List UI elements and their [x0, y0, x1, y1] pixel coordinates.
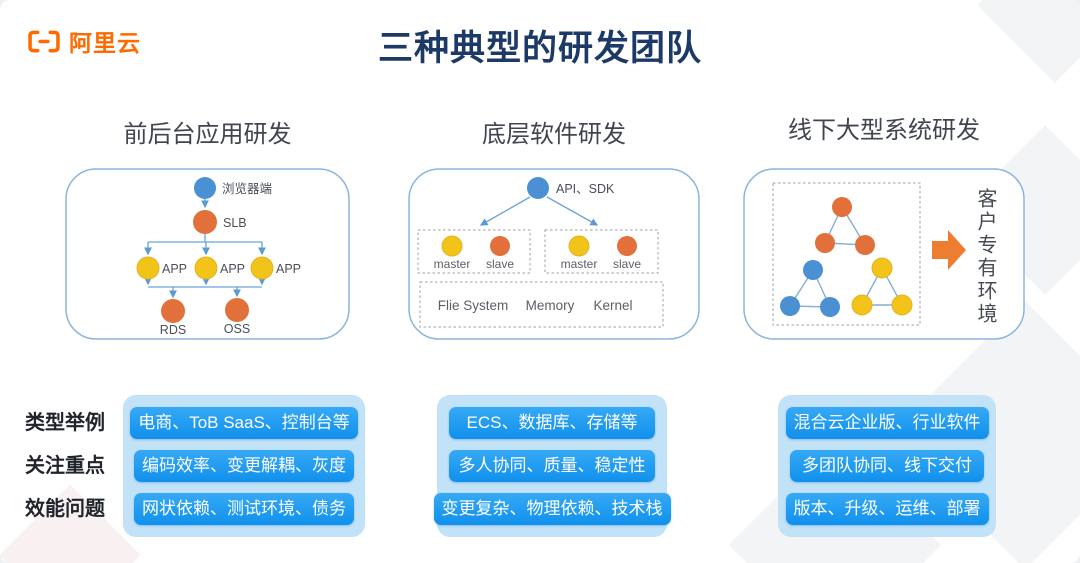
app-node-icon — [250, 256, 274, 280]
diagram-border — [743, 168, 1025, 340]
alibaba-cloud-logo-icon — [28, 30, 60, 52]
pill-focus-points: 编码效率、变更解耦、灰度 — [134, 450, 354, 482]
connector-lines — [479, 196, 599, 226]
bottom-row-labels: 类型举例 关注重点 效能问题 — [25, 395, 123, 537]
dashed-groups — [417, 229, 664, 328]
pill-focus-points: 多团队协同、线下交付 — [790, 450, 984, 482]
pill-focus-points: 多人协同、质量、稳定性 — [449, 450, 655, 482]
api-sdk-node-icon — [527, 177, 549, 199]
slb-node-icon — [193, 210, 217, 234]
rds-node-label: RDS — [160, 323, 186, 337]
slave-label: slave — [486, 257, 514, 271]
row-label-efficiency-issues: 效能问题 — [25, 498, 105, 520]
app-node-icon — [194, 256, 218, 280]
page-title: 三种典型的研发团队 — [377, 29, 702, 68]
pill-type-examples: 电商、ToB SaaS、控制台等 — [130, 407, 358, 439]
diagram-border — [408, 168, 700, 340]
triangle-lines — [788, 205, 904, 308]
master-node-icon — [441, 235, 463, 257]
pill-efficiency-issues: 版本、升级、运维、部署 — [785, 493, 989, 525]
oss-node-label: OSS — [224, 322, 250, 336]
cluster-dashed-box — [772, 182, 921, 326]
right-arrow-icon — [932, 230, 966, 270]
app-node-icon — [136, 256, 160, 280]
file-system-label: Flie System — [438, 298, 509, 313]
column-heading-offline-large-system: 线下大型系统研发 — [788, 117, 980, 144]
memory-label: Memory — [526, 298, 575, 313]
kernel-label: Kernel — [593, 298, 632, 313]
browser-node-icon — [194, 177, 216, 199]
master-node-icon — [568, 235, 590, 257]
pill-type-examples: ECS、数据库、存储等 — [449, 407, 655, 439]
orange-cluster-nodes — [815, 197, 875, 255]
yellow-cluster-nodes — [851, 257, 913, 316]
api-sdk-label: API、SDK — [556, 182, 615, 196]
customer-env-label: 客户专有环境 — [974, 188, 996, 326]
pill-group-offline-large-system: 混合云企业版、行业软件 多团队协同、线下交付 版本、升级、运维、部署 — [778, 395, 996, 537]
diagram-low-level-software: API、SDK master slave master slave Flie S… — [408, 168, 700, 340]
alibaba-cloud-logo: 阿里云 — [26, 24, 141, 58]
column-heading-frontend-backend: 前后台应用研发 — [123, 121, 292, 148]
pill-group-low-level-software: ECS、数据库、存储等 多人协同、质量、稳定性 变更复杂、物理依赖、技术栈 — [433, 395, 671, 537]
master-label: master — [561, 257, 598, 271]
oss-node-icon — [225, 298, 249, 322]
row-label-type-examples: 类型举例 — [25, 412, 105, 434]
pill-efficiency-issues: 变更复杂、物理依赖、技术栈 — [433, 493, 671, 525]
diagram-frontend-backend: 浏览器端 SLB APP APP APP RDS OSS — [65, 168, 350, 340]
slave-node-icon — [490, 236, 510, 256]
app-node-label: APP — [162, 262, 187, 276]
slb-node-label: SLB — [223, 216, 247, 230]
browser-node-label: 浏览器端 — [222, 181, 272, 196]
slave-label: slave — [613, 257, 641, 271]
pill-group-frontend-backend: 电商、ToB SaaS、控制台等 编码效率、变更解耦、灰度 网状依赖、测试环境、… — [123, 395, 365, 537]
logo-text: 阿里云 — [69, 30, 141, 56]
master-label: master — [434, 257, 471, 271]
app-node-label: APP — [220, 262, 245, 276]
column-heading-low-level-software: 底层软件研发 — [482, 121, 626, 148]
pill-efficiency-issues: 网状依赖、测试环境、债务 — [134, 493, 354, 525]
pill-type-examples: 混合云企业版、行业软件 — [785, 407, 989, 439]
rds-node-icon — [161, 299, 185, 323]
connector-lines — [144, 199, 266, 299]
blue-cluster-nodes — [780, 260, 840, 317]
slave-node-icon — [617, 236, 637, 256]
app-node-label: APP — [276, 262, 301, 276]
diagram-offline-large-system: 客户专有环境 — [743, 168, 1025, 340]
row-label-focus-points: 关注重点 — [25, 455, 105, 477]
